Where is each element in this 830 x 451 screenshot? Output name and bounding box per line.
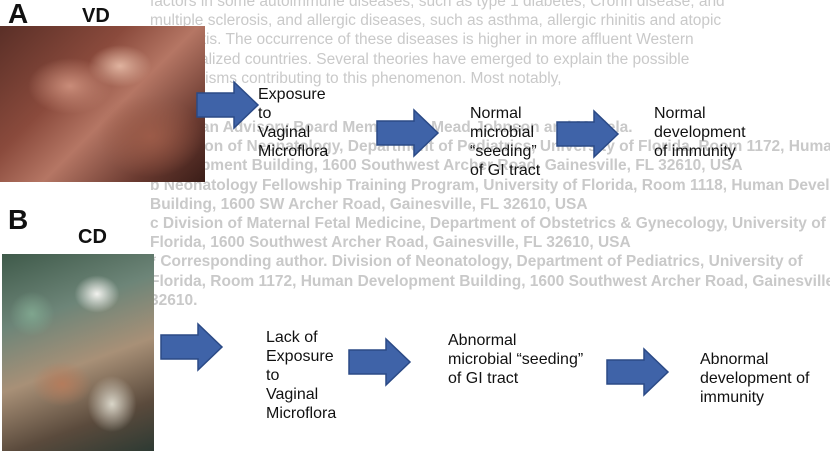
step-line: Normal	[470, 104, 540, 123]
step-line: to	[266, 366, 336, 385]
step-line: of GI tract	[448, 369, 583, 388]
step-line: microbial	[470, 123, 540, 142]
vaginal-delivery-photo	[0, 26, 205, 182]
step-a3-text: Normal development of immunity	[654, 104, 746, 161]
right-arrow-icon	[348, 337, 412, 387]
panel-label-a: A	[8, 0, 28, 30]
step-line: Abnormal	[448, 331, 583, 350]
right-arrow-icon	[556, 109, 620, 159]
bg-line: 32610.	[150, 291, 830, 310]
bg-line: Florida, Room 1172, Human Development Bu…	[150, 272, 830, 291]
bg-line: multiple sclerosis, and allergic disease…	[150, 11, 830, 30]
step-line: development	[654, 123, 746, 142]
right-arrow-icon	[606, 347, 670, 397]
step-a1-text: Exposure to Vaginal Microflora	[258, 85, 328, 161]
step-line: Microflora	[258, 142, 328, 161]
step-line: Normal	[654, 104, 746, 123]
step-line: Lack of	[266, 328, 336, 347]
step-line: microbial “seeding”	[448, 350, 583, 369]
bg-line: dermatitis. The occurrence of these dise…	[150, 30, 830, 49]
bg-line: Building, 1600 SW Archer Road, Gainesvil…	[150, 195, 830, 214]
step-a2-text: Normal microbial “seeding” of GI tract	[470, 104, 540, 180]
bg-line: * Corresponding author. Division of Neon…	[150, 252, 830, 271]
step-line: Exposure	[266, 347, 336, 366]
bg-line: factors in some autoimmune diseases, suc…	[150, 0, 830, 11]
step-line: development of	[700, 369, 809, 388]
right-arrow-icon	[376, 108, 440, 158]
step-line: Abnormal	[700, 350, 809, 369]
step-line: “seeding”	[470, 142, 540, 161]
step-line: Microflora	[266, 404, 336, 423]
cesarean-delivery-photo	[2, 254, 154, 451]
photo-title-cd: CD	[78, 226, 107, 249]
step-b1-text: Lack of Exposure to Vaginal Microflora	[266, 328, 336, 423]
step-b2-text: Abnormal microbial “seeding” of GI tract	[448, 331, 583, 388]
right-arrow-icon	[196, 80, 260, 130]
step-line: Exposure	[258, 85, 328, 104]
step-line: Vaginal	[266, 385, 336, 404]
step-line: to	[258, 104, 328, 123]
panel-label-b: B	[8, 204, 28, 236]
bg-line: c Division of Maternal Fetal Medicine, D…	[150, 214, 830, 233]
right-arrow-icon	[160, 322, 224, 372]
step-line: of immunity	[654, 142, 746, 161]
bg-line: Florida, 1600 Southwest Archer Road, Gai…	[150, 233, 830, 252]
step-line: of GI tract	[470, 161, 540, 180]
step-line: immunity	[700, 388, 809, 407]
bg-line: industrialized countries. Several theori…	[150, 50, 830, 69]
step-line: Vaginal	[258, 123, 328, 142]
photo-title-vd: VD	[82, 5, 110, 28]
step-b3-text: Abnormal development of immunity	[700, 350, 809, 407]
